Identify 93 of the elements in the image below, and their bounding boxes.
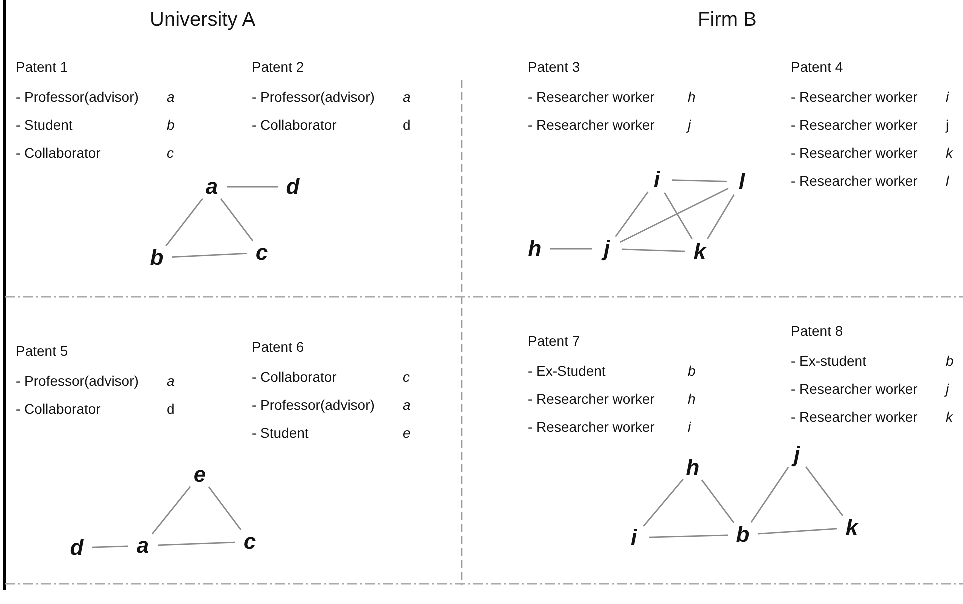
role-text: - Collaborator — [252, 368, 337, 386]
role-text: - Professor(advisor) — [252, 88, 375, 106]
role-text: - Collaborator — [16, 144, 101, 162]
person-letter: l — [946, 172, 950, 190]
role-text: - Researcher worker — [528, 88, 655, 106]
node-letter: e — [188, 461, 212, 489]
person-letter: i — [688, 418, 692, 436]
role-text: - Professor(advisor) — [252, 396, 375, 414]
person-letter: e — [403, 424, 411, 442]
person-letter: j — [688, 116, 692, 134]
connector-line — [152, 486, 192, 535]
connector-line — [208, 486, 242, 530]
node-letter: d — [281, 173, 305, 201]
person-letter: d — [403, 116, 411, 134]
connector-line — [707, 194, 735, 240]
role-text: - Researcher worker — [791, 408, 918, 426]
column-heading: University A — [150, 8, 256, 32]
node-letter: h — [681, 454, 705, 482]
role-text: - Researcher worker — [791, 172, 918, 190]
node-letter: k — [840, 514, 864, 542]
node-letter: h — [523, 235, 547, 263]
role-text: - Researcher worker — [528, 418, 655, 436]
role-text: - Collaborator — [16, 400, 101, 418]
node-letter: c — [238, 528, 262, 556]
patent-heading: Patent 8 — [791, 322, 844, 340]
patent-heading: Patent 3 — [528, 58, 580, 76]
node-letter: b — [145, 244, 169, 272]
connector-line — [158, 542, 236, 546]
patent-heading: Patent 4 — [791, 58, 844, 76]
connector-line — [92, 546, 128, 548]
node-letter: l — [730, 168, 754, 196]
role-text: - Researcher worker — [791, 88, 918, 106]
role-text: - Professor(advisor) — [16, 372, 139, 390]
node-letter: i — [622, 524, 646, 552]
connector-line — [664, 192, 693, 240]
node-letter: b — [731, 521, 755, 549]
person-letter: i — [946, 88, 950, 106]
node-letter: c — [250, 239, 274, 267]
column-heading: Firm B — [698, 8, 757, 32]
connector-line — [750, 467, 790, 523]
connector-line — [672, 180, 728, 182]
connector-line — [227, 186, 278, 188]
role-text: - Collaborator — [252, 116, 337, 134]
person-letter: k — [946, 144, 953, 162]
person-letter: h — [688, 390, 696, 408]
connector-line — [550, 248, 592, 250]
person-letter: a — [167, 88, 175, 106]
person-letter: k — [946, 408, 953, 426]
connector-line — [622, 248, 686, 252]
connector-line — [648, 534, 728, 538]
connector-line — [620, 188, 729, 243]
node-letter: d — [65, 534, 89, 562]
connector-line — [758, 528, 838, 535]
person-letter: j — [946, 116, 950, 134]
person-letter: b — [688, 362, 696, 380]
person-letter: b — [946, 352, 954, 370]
person-letter: a — [403, 88, 411, 106]
patent-heading: Patent 2 — [252, 58, 304, 76]
node-letter: a — [131, 532, 155, 560]
role-text: - Researcher worker — [791, 380, 918, 398]
connector-line — [701, 480, 735, 524]
role-text: - Ex-Student — [528, 362, 606, 380]
node-letter: j — [595, 235, 619, 263]
patent-heading: Patent 5 — [16, 342, 68, 360]
connector-line — [220, 198, 254, 242]
node-letter: j — [785, 441, 809, 469]
connector-line — [805, 466, 844, 516]
person-letter: a — [403, 396, 411, 414]
person-letter: j — [946, 380, 950, 398]
person-letter: d — [167, 400, 175, 418]
role-text: - Professor(advisor) — [16, 88, 139, 106]
role-text: - Researcher worker — [528, 116, 655, 134]
connector-line — [172, 253, 248, 258]
person-letter: h — [688, 88, 696, 106]
patent-heading: Patent 7 — [528, 332, 580, 350]
connector-line — [643, 479, 684, 527]
patent-heading: Patent 6 — [252, 338, 304, 356]
role-text: - Ex-student — [791, 352, 866, 370]
connector-line — [166, 198, 204, 247]
role-text: - Researcher worker — [528, 390, 655, 408]
role-text: - Researcher worker — [791, 116, 918, 134]
node-letter: a — [200, 173, 224, 201]
role-text: - Student — [252, 424, 309, 442]
node-letter: k — [688, 238, 712, 266]
role-text: - Researcher worker — [791, 144, 918, 162]
node-letter: i — [645, 166, 669, 194]
patent-heading: Patent 1 — [16, 58, 68, 76]
person-letter: a — [167, 372, 175, 390]
person-letter: c — [167, 144, 174, 162]
person-letter: c — [403, 368, 410, 386]
connector-line — [615, 192, 649, 238]
person-letter: b — [167, 116, 175, 134]
role-text: - Student — [16, 116, 73, 134]
